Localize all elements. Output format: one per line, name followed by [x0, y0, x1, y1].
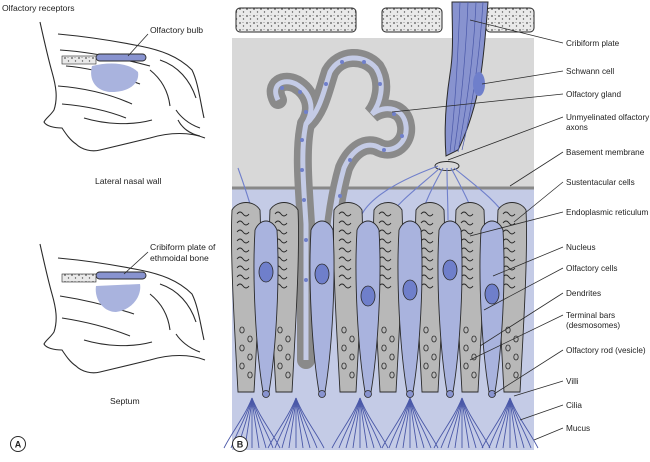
sustentacular-cell: [373, 202, 403, 393]
dendrites-label: Dendrites: [566, 289, 601, 298]
schwann-cell-leader: [481, 70, 564, 85]
panel-a: Olfactory receptors Olfactory bulb Later…: [2, 3, 216, 452]
panel-b-badge: B: [237, 440, 244, 450]
panel-b-badge-circle: [232, 436, 248, 452]
olfactory-rod: [318, 390, 326, 398]
schwann-cell-nucleus: [473, 72, 485, 96]
endoplasmic-reticulum-label: Endoplasmic reticulum: [566, 208, 649, 217]
olfactory-cell-nucleus: [360, 285, 376, 307]
olfactory-cell-nucleus: [484, 283, 500, 305]
olfactory-cell: [253, 220, 279, 398]
panel-a-badge: A: [15, 440, 22, 450]
unmyelinated-axons-label: Unmyelinated olfactory: [566, 113, 650, 122]
epithelium: [231, 202, 527, 398]
olfactory-rod: [364, 390, 372, 398]
basement-membrane-label: Basement membrane: [566, 148, 645, 157]
cribiform-plate-label: Cribiform plate: [566, 39, 620, 48]
nucleus-leader: [492, 246, 564, 277]
olfactory-cell: [479, 220, 505, 398]
lateral-nasal-wall-caption: Lateral nasal wall: [95, 176, 161, 186]
olfactory-region-lower: [95, 284, 141, 312]
label-leaders: [391, 19, 564, 441]
cribiform-plate-ethmoid-label-line1: Cribiform plate of: [150, 242, 216, 252]
panel-a-title: Olfactory receptors: [2, 3, 75, 13]
olfactory-cell-nucleus: [402, 279, 418, 301]
cilia-leader: [519, 404, 564, 421]
olfactory-cell: [355, 220, 381, 398]
sustentacular-cell: [333, 202, 363, 393]
olfactory-rod: [406, 390, 414, 398]
olfactory-rod-leader: [493, 349, 564, 395]
olfactory-bulb-leader: [127, 33, 149, 57]
ethmoid-bone-upper: [61, 55, 97, 65]
olfactory-gland-label: Olfactory gland: [566, 90, 622, 99]
mucus-leader: [533, 427, 564, 441]
olfactory-cell: [397, 220, 423, 398]
septum-sketch: [39, 243, 206, 374]
sustentacular-cells-leader: [513, 181, 564, 223]
olfactory-rod: [446, 390, 454, 398]
olfactory-rod: [488, 390, 496, 398]
sustentacular-cell: [497, 202, 527, 393]
septum-caption: Septum: [110, 396, 140, 406]
basement-membrane-leader: [509, 151, 564, 187]
cribiform-plate-leader: [123, 251, 149, 275]
olfactory-bulb-shape: [95, 53, 147, 62]
mucus-label: Mucus: [566, 424, 590, 433]
cribiform-bone-block-mid: [381, 7, 443, 33]
villi-label: Villi: [566, 377, 579, 386]
olfactory-cell-nucleus: [442, 259, 458, 281]
olfactory-cells-label: Olfactory cells: [566, 264, 617, 273]
panel-a-badge-circle: [10, 436, 26, 452]
terminal-bars-leader: [469, 314, 564, 361]
olfactory-bulb-lower-shape: [95, 271, 147, 280]
unmyelinated-axons-label-line2: axons: [566, 123, 588, 132]
sustentacular-cells-label: Sustentacular cells: [566, 178, 635, 187]
olfactory-gland-leader: [391, 93, 564, 113]
dendrites-leader: [479, 292, 564, 347]
cribiform-bone-block-right: [485, 7, 535, 33]
schwann-cell-label: Schwann cell: [566, 67, 614, 76]
nucleus-label: Nucleus: [566, 243, 596, 252]
cribiform-plate-leader: [469, 19, 564, 44]
ethmoid-bone-lower: [61, 273, 97, 283]
cilia-layer: [223, 397, 539, 449]
olfactory-cells-leader: [483, 267, 564, 311]
olfactory-cell-nucleus: [314, 263, 330, 285]
olfactory-cell: [309, 220, 335, 398]
olfactory-rod: [262, 390, 270, 398]
olfactory-cell-nucleus: [258, 261, 274, 283]
sustentacular-cell: [231, 202, 261, 393]
terminal-bars-label-line2: (desmosomes): [566, 321, 620, 330]
unmyelinated-axons-leader: [447, 116, 564, 161]
cribiform-plate-ethmoid-label-line2: ethmoidal bone: [150, 253, 209, 263]
lateral-nasal-wall-sketch: [39, 21, 206, 152]
endoplasmic-reticulum-leader: [469, 211, 564, 237]
axon-bundle: [444, 1, 489, 157]
olfactory-cell: [437, 220, 463, 398]
olfactory-rod-label: Olfactory rod (vesicle): [566, 346, 646, 355]
villi-leader: [513, 380, 564, 397]
cilia-label: Cilia: [566, 401, 582, 410]
terminal-bars-label: Terminal bars: [566, 311, 615, 320]
olfactory-bulb-label: Olfactory bulb: [150, 25, 203, 35]
cribiform-bone-block-left: [235, 7, 357, 33]
olfactory-region-upper: [91, 63, 139, 92]
